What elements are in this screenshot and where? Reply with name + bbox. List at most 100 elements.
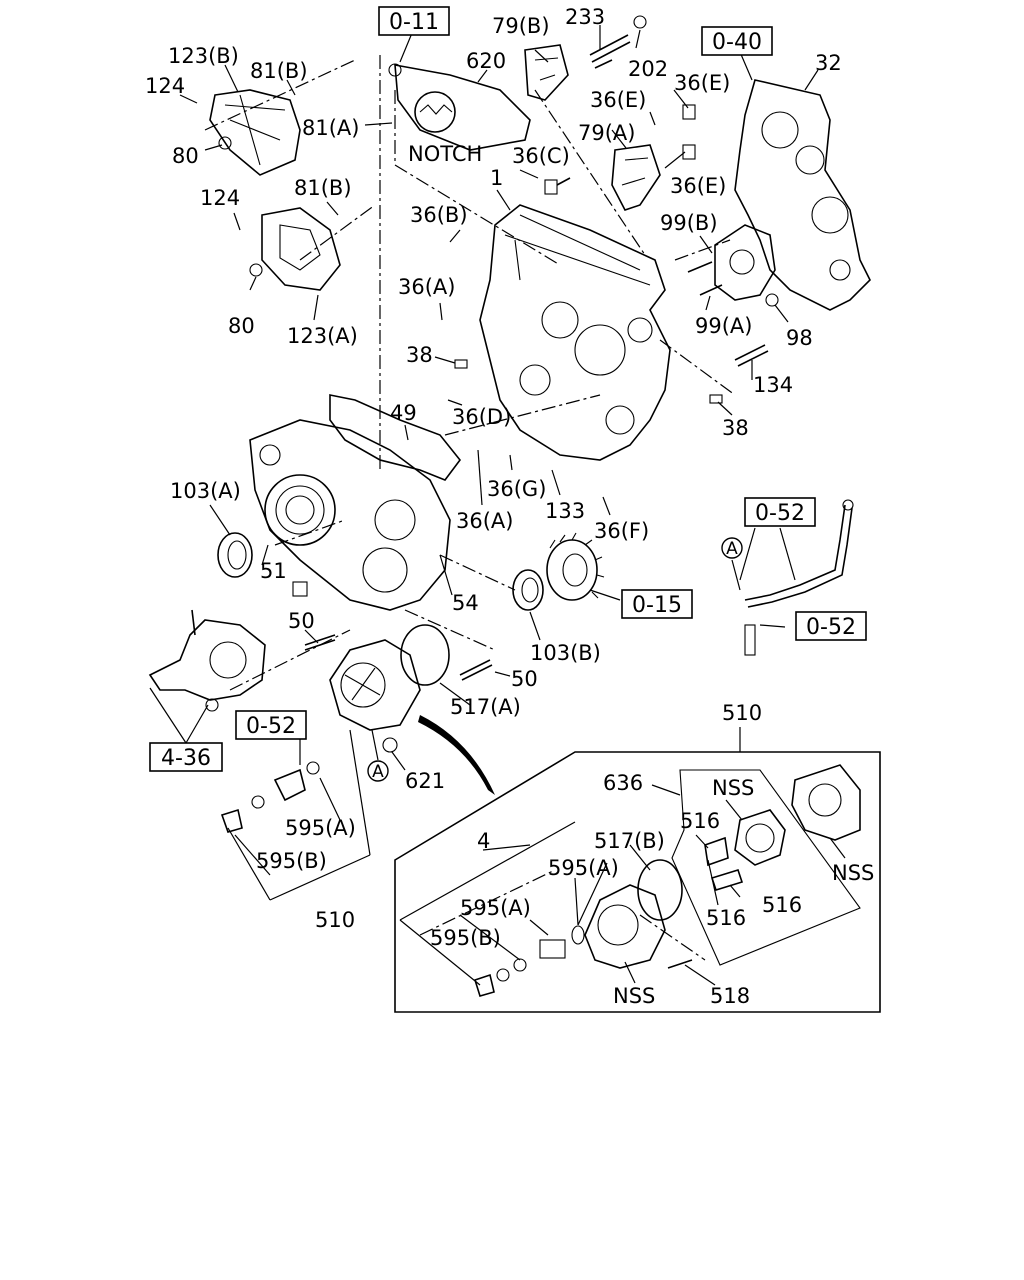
seal-103b-drawing [512, 569, 544, 611]
label-124-mid: 124 [200, 186, 240, 210]
label-621: 621 [405, 769, 445, 793]
part-labels: 79(B) 233 123(B) 81(B) 620 202 32 124 36… [145, 5, 874, 1008]
detail-box-510 [394, 751, 881, 1013]
bracket-79b-drawing [524, 44, 569, 101]
studs-drawing [454, 344, 769, 404]
label-516-a: 516 [680, 809, 720, 833]
label-36f: 36(F) [594, 519, 649, 543]
bracket-79a-drawing [611, 144, 661, 211]
label-81b-top: 81(B) [250, 59, 308, 83]
cover-123b-drawing [209, 89, 301, 176]
ref-label-0-15: 0-15 [632, 593, 682, 618]
front-cover-54-drawing [249, 419, 451, 611]
label-517a: 517(A) [450, 695, 521, 719]
ref-box-0-52-mid[interactable]: 0-52 [795, 611, 867, 641]
label-nss-right: NSS [832, 861, 874, 885]
label-636: 636 [603, 771, 643, 795]
vacuum-pump-drawing [329, 624, 450, 753]
ref-box-0-40[interactable]: 0-40 [701, 26, 773, 56]
label-202: 202 [628, 57, 668, 81]
label-36c: 36(C) [512, 144, 570, 168]
ref-box-0-15[interactable]: 0-15 [621, 589, 693, 619]
label-595a-left: 595(A) [285, 816, 356, 840]
label-518: 518 [710, 984, 750, 1008]
ref-label-0-52-mid: 0-52 [806, 615, 856, 640]
detail-arrow [418, 715, 495, 795]
label-620: 620 [466, 49, 506, 73]
label-595b-box: 595(B) [430, 926, 501, 950]
label-36d: 36(D) [452, 405, 511, 429]
label-233: 233 [565, 5, 605, 29]
label-133: 133 [545, 499, 585, 523]
label-49: 49 [390, 401, 417, 425]
label-50-right: 50 [511, 667, 538, 691]
bolts-top-drawing [544, 15, 696, 195]
alignment-lines [204, 55, 736, 961]
circle-a-right-label: A [726, 539, 738, 559]
label-notch: NOTCH [408, 142, 482, 166]
label-516-c: 516 [706, 906, 746, 930]
circle-a-left-label: A [372, 762, 384, 782]
label-36e-a: 36(E) [674, 71, 730, 95]
label-516-b: 516 [762, 893, 802, 917]
label-595a-box2: 595(A) [460, 896, 531, 920]
ref-box-0-52-bot[interactable]: 0-52 [235, 710, 307, 740]
label-nss-bot: NSS [613, 984, 655, 1008]
label-81b-mid: 81(B) [294, 176, 352, 200]
ref-label-0-11: 0-11 [389, 10, 439, 35]
ref-label-0-40: 0-40 [712, 30, 762, 55]
label-123a: 123(A) [287, 324, 358, 348]
label-38-left: 38 [406, 343, 433, 367]
label-80-mid: 80 [228, 314, 255, 338]
label-36g: 36(G) [487, 477, 546, 501]
leader-lines [149, 25, 846, 986]
circle-a-left: A [367, 760, 389, 782]
label-517b: 517(B) [594, 829, 665, 853]
cover-123a-drawing [249, 207, 341, 291]
housing-1-drawing [479, 204, 671, 461]
hose-0-52-drawing [744, 499, 854, 656]
gasket-32-drawing [734, 79, 871, 311]
label-79b: 79(B) [492, 14, 550, 38]
label-98: 98 [786, 326, 813, 350]
label-510-top: 510 [722, 701, 762, 725]
label-36a-top: 36(A) [398, 275, 455, 299]
label-1: 1 [490, 166, 503, 190]
label-36e-c: 36(E) [670, 174, 726, 198]
fitting-0-52-drawing [220, 761, 320, 833]
label-124-top: 124 [145, 74, 185, 98]
bolts-50-drawing [292, 581, 493, 681]
label-81a: 81(A) [302, 116, 359, 140]
label-38-right: 38 [722, 416, 749, 440]
label-51: 51 [260, 559, 287, 583]
label-510-bot: 510 [315, 908, 355, 932]
ref-box-0-52-top[interactable]: 0-52 [744, 497, 816, 527]
label-36e-b: 36(E) [590, 88, 646, 112]
label-595a-box: 595(A) [548, 856, 619, 880]
label-50-left: 50 [288, 609, 315, 633]
label-103a: 103(A) [170, 479, 241, 503]
label-103b: 103(B) [530, 641, 601, 665]
ref-box-0-11[interactable]: 0-11 [378, 6, 450, 36]
label-79a: 79(A) [578, 121, 635, 145]
seal-103a-drawing [217, 532, 253, 578]
steering-pump-drawing [148, 609, 266, 712]
label-36b: 36(B) [410, 203, 468, 227]
label-123b: 123(B) [168, 44, 239, 68]
label-54: 54 [452, 591, 479, 615]
gear-drawing [546, 532, 605, 601]
label-99b: 99(B) [660, 211, 718, 235]
label-99a: 99(A) [695, 314, 752, 338]
label-36a-mid: 36(A) [456, 509, 513, 533]
ref-label-4-36: 4-36 [161, 746, 211, 771]
label-nss-top: NSS [712, 776, 754, 800]
label-134: 134 [753, 373, 793, 397]
circle-a-right: A [721, 537, 743, 559]
ref-box-4-36[interactable]: 4-36 [149, 742, 223, 772]
ref-label-0-52-bot: 0-52 [246, 714, 296, 739]
label-80-top: 80 [172, 144, 199, 168]
plate-620-drawing [388, 63, 531, 151]
ref-label-0-52-top: 0-52 [755, 501, 805, 526]
